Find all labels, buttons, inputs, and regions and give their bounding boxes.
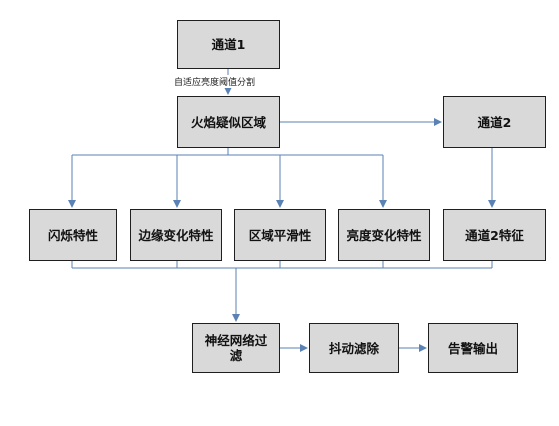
node-edge-change-label: 边缘变化特性 bbox=[138, 227, 214, 243]
node-alarm-output: 告警输出 bbox=[428, 323, 518, 373]
node-edge-change: 边缘变化特性 bbox=[130, 209, 222, 261]
node-jitter-removal: 抖动滤除 bbox=[309, 323, 399, 373]
node-flicker: 闪烁特性 bbox=[29, 209, 117, 261]
node-alarm-output-label: 告警输出 bbox=[447, 340, 498, 356]
node-channel2: 通道2 bbox=[443, 96, 546, 148]
node-channel2-label: 通道2 bbox=[477, 114, 512, 130]
node-jitter-removal-label: 抖动滤除 bbox=[328, 340, 379, 356]
node-brightness-change: 亮度变化特性 bbox=[338, 209, 430, 261]
node-channel2-features-label: 通道2特征 bbox=[465, 227, 524, 243]
node-flame-region-label: 火焰疑似区域 bbox=[190, 114, 266, 130]
node-channel2-features: 通道2特征 bbox=[443, 209, 546, 261]
node-flame-region: 火焰疑似区域 bbox=[177, 96, 280, 148]
node-region-smooth-label: 区域平滑性 bbox=[248, 227, 312, 243]
edge-label-adaptive-threshold: 自适应亮度阈值分割 bbox=[173, 75, 257, 88]
node-brightness-change-label: 亮度变化特性 bbox=[346, 227, 422, 243]
node-region-smooth: 区域平滑性 bbox=[234, 209, 326, 261]
node-channel1-label: 通道1 bbox=[211, 37, 246, 52]
node-nn-filter: 神经网络过滤 bbox=[192, 323, 280, 373]
node-flicker-label: 闪烁特性 bbox=[47, 227, 98, 243]
node-nn-filter-label: 神经网络过滤 bbox=[204, 333, 268, 363]
node-channel1: 通道1 bbox=[177, 20, 280, 69]
